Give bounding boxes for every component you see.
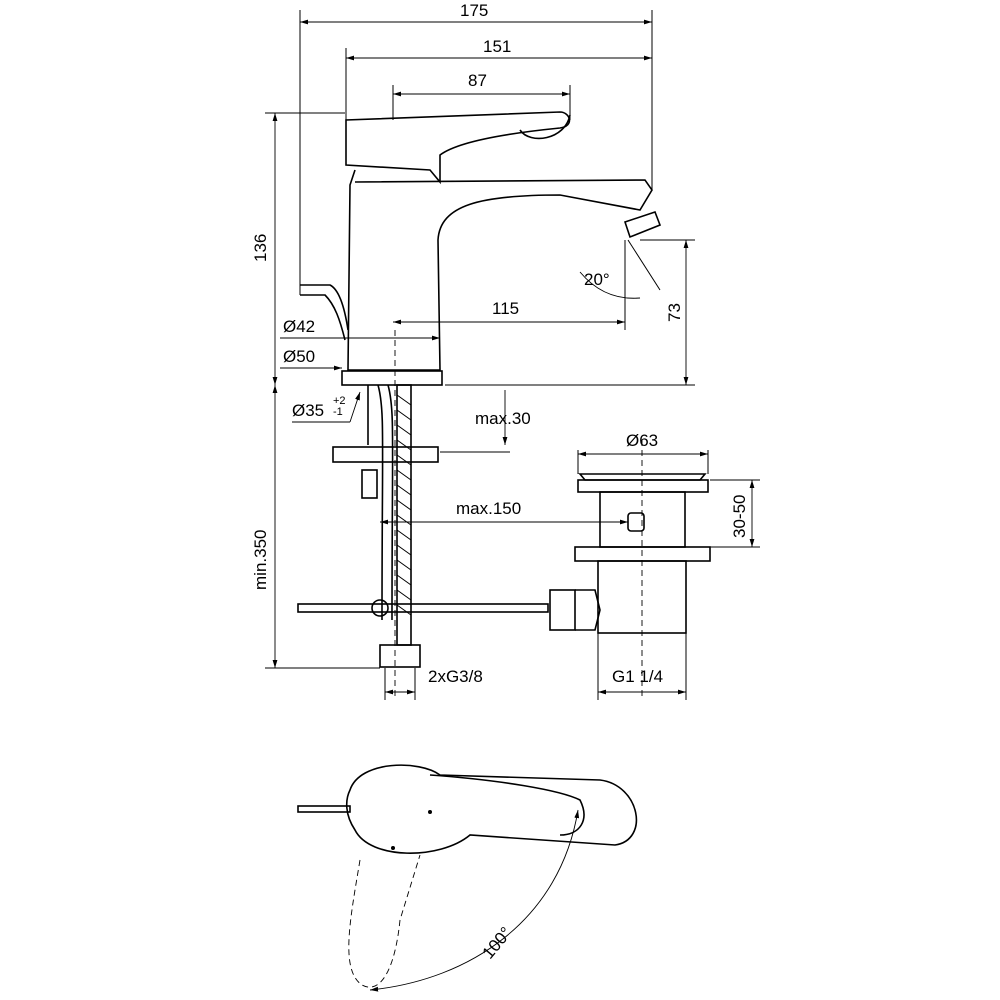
svg-text:max.30: max.30 (475, 409, 531, 428)
dimension-151: 151 (345, 37, 652, 120)
dimension-20-degrees: 20° (579, 239, 661, 299)
svg-text:Ø42: Ø42 (283, 317, 315, 336)
tap-top-view: 100° (297, 764, 638, 992)
svg-text:max.150: max.150 (456, 499, 521, 518)
svg-text:Ø63: Ø63 (626, 431, 658, 450)
svg-text:2xG3/8: 2xG3/8 (428, 667, 483, 686)
svg-text:min.350: min.350 (251, 530, 270, 590)
svg-text:73: 73 (665, 303, 684, 322)
svg-text:G1 1/4: G1 1/4 (612, 667, 663, 686)
dimension-max-150: max.150 (380, 499, 628, 525)
dimension-diameter-50: Ø50 (280, 347, 342, 371)
dimension-87: 87 (392, 71, 571, 120)
dimension-max-30: max.30 (440, 390, 531, 453)
svg-text:87: 87 (468, 71, 487, 90)
dimension-g1-1-4: G1 1/4 (597, 633, 687, 700)
svg-text:-1: -1 (333, 406, 343, 418)
svg-text:136: 136 (251, 234, 270, 262)
dimension-175: 175 (299, 1, 653, 295)
svg-text:175: 175 (460, 1, 488, 20)
dimension-diameter-42: Ø42 (280, 317, 440, 341)
svg-text:Ø50: Ø50 (283, 347, 315, 366)
dimension-2xg3-8: 2xG3/8 (384, 667, 483, 700)
svg-text:+2: +2 (333, 395, 346, 407)
dimension-min-350: min.350 (251, 385, 380, 669)
svg-text:30-50: 30-50 (730, 495, 749, 538)
dimension-30-50: 30-50 (710, 479, 760, 548)
dimension-115: 115 (393, 240, 626, 330)
svg-text:151: 151 (483, 37, 511, 56)
dimension-73: 73 (445, 239, 695, 386)
dimension-diameter-63: Ø63 (577, 431, 709, 474)
svg-text:115: 115 (492, 299, 519, 318)
dimension-diameter-35: Ø35 +2 -1 (292, 391, 361, 423)
dimension-136: 136 (251, 112, 345, 385)
svg-text:100°: 100° (479, 923, 516, 962)
waste-valve (549, 440, 711, 700)
tap-side-view (300, 111, 662, 700)
mounting-assembly (297, 384, 549, 668)
svg-text:Ø35: Ø35 (292, 401, 324, 420)
svg-text:20°: 20° (584, 270, 610, 289)
